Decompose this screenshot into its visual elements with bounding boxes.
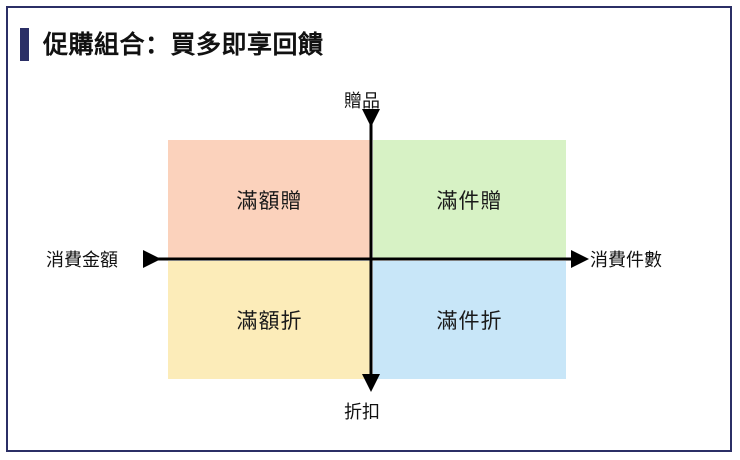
x-axis-negative-label: 消費金額 <box>46 250 118 271</box>
x-axis-positive-label: 消費件數 <box>590 250 662 271</box>
axis-arrows <box>143 109 589 392</box>
quadrant-matrix: 滿額贈 滿件贈 滿額折 滿件折 贈品 折扣 消費金額 消費件數 <box>8 8 734 454</box>
quadrant-bottom-right: 滿件折 <box>373 261 566 379</box>
quadrant-top-right: 滿件贈 <box>373 140 566 259</box>
quadrant-bottom-left-label: 滿額折 <box>236 309 303 333</box>
page-title-text: 促購組合：買多即享回饋 <box>43 29 324 59</box>
y-axis-positive-label: 贈品 <box>344 91 380 112</box>
quadrant-top-left-label: 滿額贈 <box>236 188 303 213</box>
quadrant-bottom-left: 滿額折 <box>168 261 371 379</box>
y-axis-negative-label: 折扣 <box>344 402 380 423</box>
slide-card: 促購組合：買多即享回饋 滿額贈 滿件贈 滿額折 滿件折 <box>6 6 732 452</box>
quadrant-top-right-label: 滿件贈 <box>436 188 503 213</box>
quadrant-top-left: 滿額贈 <box>168 140 371 259</box>
quadrant-bottom-right-label: 滿件折 <box>436 309 503 333</box>
page-title: 促購組合：買多即享回饋 <box>20 26 324 62</box>
title-accent-bar <box>20 27 29 61</box>
